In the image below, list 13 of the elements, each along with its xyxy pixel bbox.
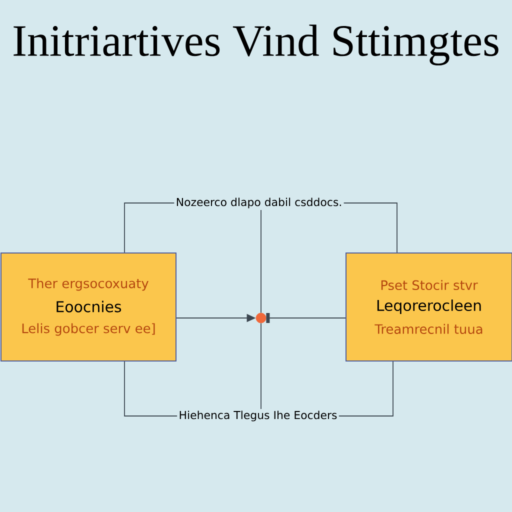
junction-dot: [256, 312, 266, 324]
connector-line: [343, 202, 398, 253]
connector-label: Nozeerco dlapo dabil csddocs.: [174, 196, 344, 210]
process-box: Pset Stocir stvr Leqorerocleen Treamrecnil tuua: [346, 252, 512, 362]
connector-line: [124, 361, 178, 416]
connector-line: [266, 313, 346, 323]
connector-line: [260, 322, 262, 410]
connector-line: [338, 361, 394, 416]
process-box: Ther ergsocoxuaty Eoocnies Lelis gobcer serv ee]: [0, 252, 176, 362]
connector-line: [260, 210, 262, 314]
title: Initriartives Vind Sttimgtes: [14, 24, 498, 66]
connector-label: Hiehenca Tlegus Ihe Eocders: [177, 409, 339, 423]
connector-line: [124, 202, 175, 253]
